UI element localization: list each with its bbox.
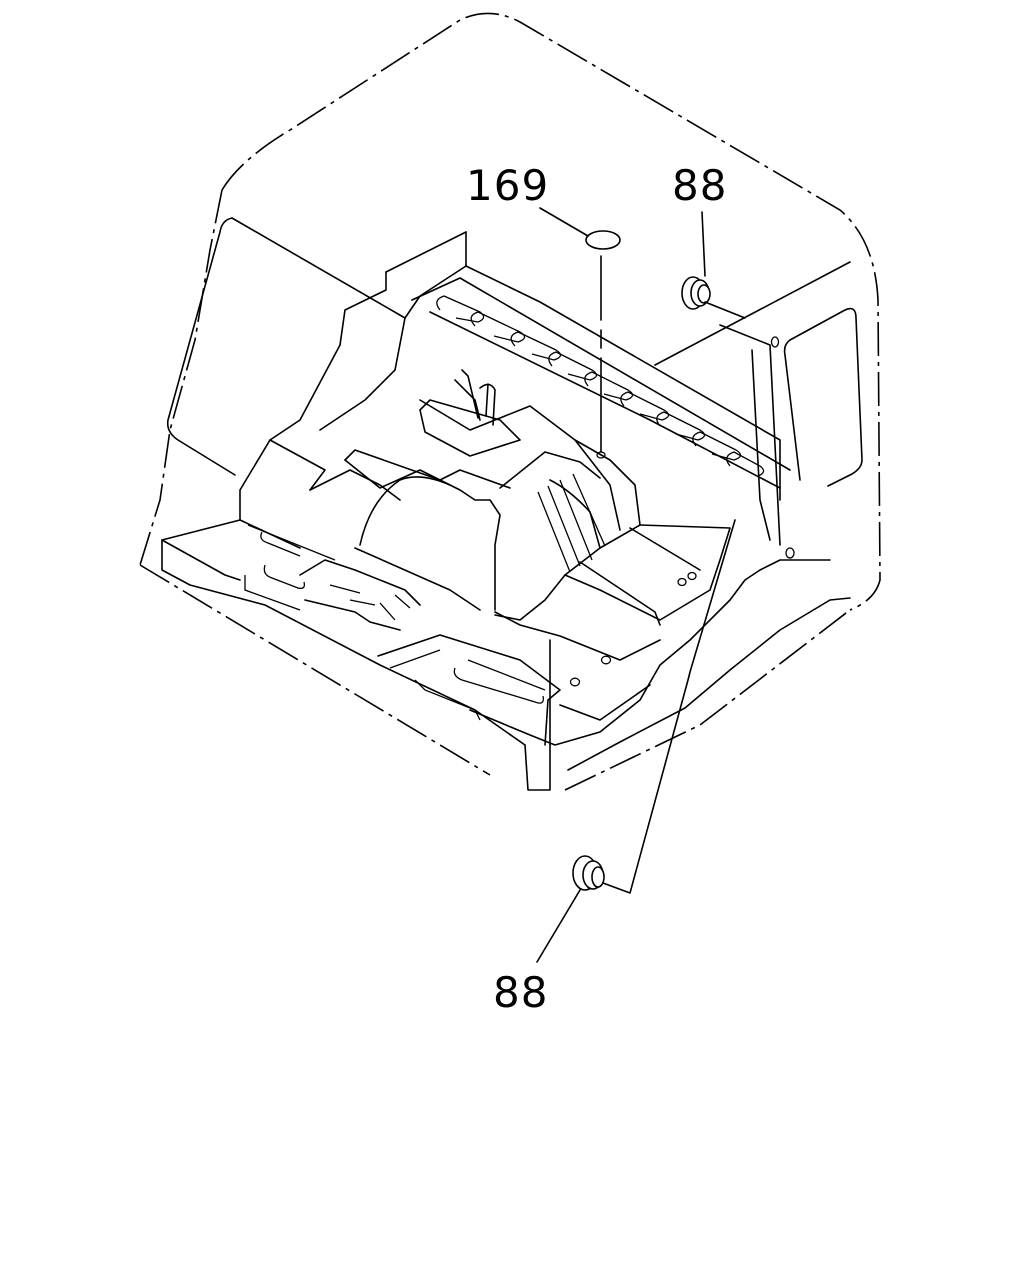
leader-88-lower <box>536 889 581 963</box>
leader-169 <box>539 207 589 237</box>
part-169-plug <box>585 230 621 459</box>
part-88-grommet-lower <box>572 519 736 894</box>
leader-88-upper <box>701 211 706 277</box>
leader-lines <box>536 207 706 963</box>
callout-88-lower: 88 <box>493 968 548 1017</box>
side-window-opening <box>783 307 863 487</box>
part-88-grommet-upper <box>681 276 746 319</box>
cab-outline-phantom <box>139 12 881 791</box>
rear-window-opening <box>166 217 406 476</box>
floor-panel <box>161 231 851 791</box>
rib-pattern <box>436 295 765 477</box>
callout-169: 169 <box>466 161 549 210</box>
callout-88-upper: 88 <box>672 161 727 210</box>
